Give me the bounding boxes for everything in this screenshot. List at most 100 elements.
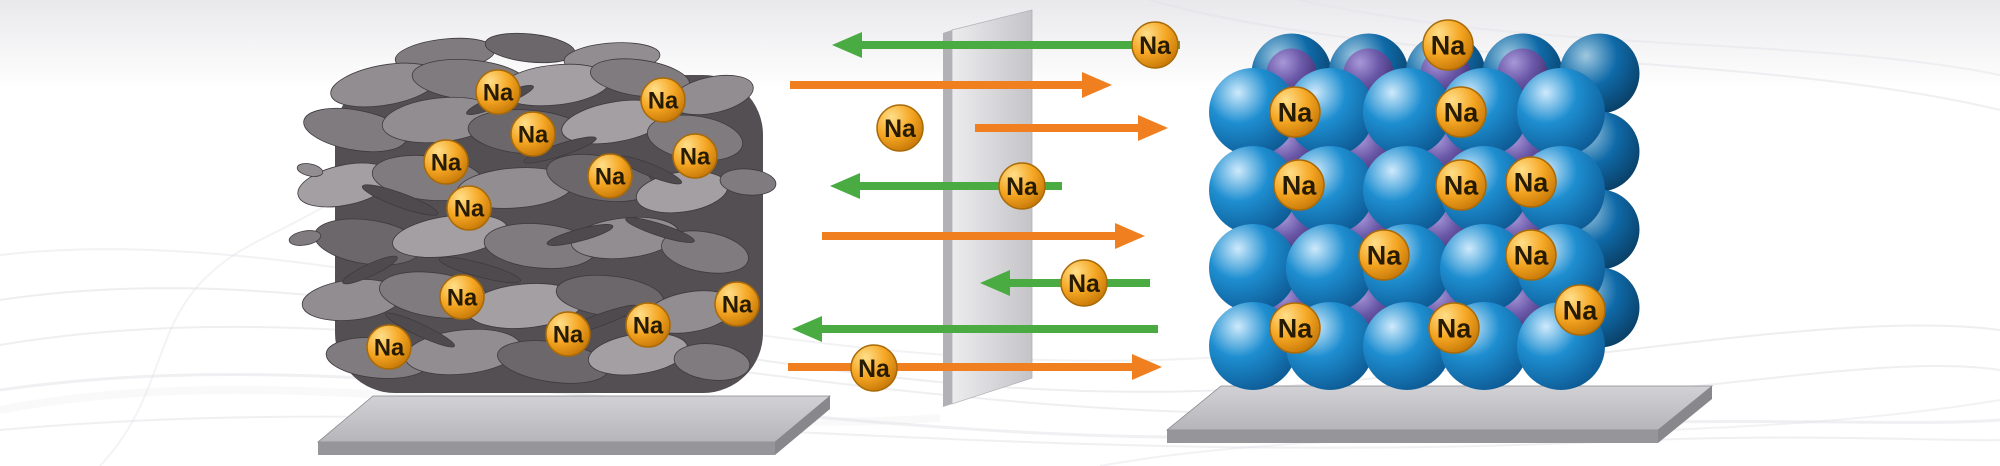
arrow-head: [830, 173, 860, 199]
na-ion-sphere: [1269, 302, 1321, 354]
na-ion-sphere: [625, 302, 671, 348]
na-ion-label: Na: [633, 312, 664, 339]
na-ion-label: Na: [1139, 33, 1171, 60]
na-ion-sphere: [1060, 259, 1108, 307]
na-ion-sphere: [475, 69, 521, 115]
na-ion-label: Na: [483, 79, 514, 106]
na-ion: Na: [423, 139, 469, 185]
current-collector-platform-side: [775, 396, 830, 455]
na-ion-label: Na: [884, 116, 916, 143]
na-ion: Na: [714, 281, 760, 327]
na-ion-sphere: [1273, 159, 1325, 211]
na-ion: Na: [672, 133, 718, 179]
na-ion: Na: [1505, 156, 1557, 208]
arrow-head: [1138, 115, 1168, 141]
na-ion-sphere: [423, 139, 469, 185]
na-ion: Na: [625, 302, 671, 348]
na-ion: Na: [1269, 86, 1321, 138]
na-ion-sphere: [1358, 229, 1410, 281]
na-ion-sphere: [446, 185, 492, 231]
carbon-flake: [296, 163, 324, 177]
na-ion-sphere: [850, 344, 898, 392]
na-ion: Na: [475, 69, 521, 115]
na-ion-label: Na: [1563, 296, 1598, 326]
lattice-sphere-blue: [1363, 146, 1451, 234]
carbon-flake: [719, 168, 777, 196]
na-ion: Na: [998, 162, 1046, 210]
na-ion-sphere: [640, 77, 686, 123]
na-ion: Na: [1435, 86, 1487, 138]
na-ion-sphere: [545, 311, 591, 357]
lattice-sphere-blue: [1286, 224, 1374, 312]
current-collector-platform-side: [1658, 386, 1712, 443]
na-ion: Na: [1505, 229, 1557, 281]
na-ion-sphere: [672, 133, 718, 179]
na-ion: Na: [587, 153, 633, 199]
na-ion: Na: [366, 324, 412, 370]
na-ion-label: Na: [858, 356, 890, 383]
na-ion: Na: [850, 344, 898, 392]
na-ion: Na: [1273, 159, 1325, 211]
na-ion: Na: [876, 104, 924, 152]
na-ion-label: Na: [1444, 171, 1479, 201]
na-ion-sphere: [714, 281, 760, 327]
current-collector-platform-front: [1167, 430, 1658, 443]
na-ion-label: Na: [518, 121, 549, 148]
na-ion-label: Na: [722, 291, 753, 318]
separator-membrane: [951, 9, 1033, 405]
na-ion-sphere: [1505, 229, 1557, 281]
na-ion-label: Na: [1278, 314, 1313, 344]
na-ion-label: Na: [1437, 314, 1472, 344]
na-ion-sphere: [876, 104, 924, 152]
carbon-flake: [438, 256, 522, 284]
na-ion-sphere: [1269, 86, 1321, 138]
current-collector-platform-top: [1165, 385, 1714, 431]
na-ion-label: Na: [1278, 98, 1313, 128]
carbon-flake: [288, 230, 322, 246]
lattice-sphere-blue: [1517, 68, 1605, 156]
na-ion-label: Na: [1068, 271, 1100, 298]
na-ion-label: Na: [1282, 171, 1317, 201]
na-ion-label: Na: [447, 284, 478, 311]
na-ion-sphere: [366, 324, 412, 370]
na-ion-sphere: [587, 153, 633, 199]
current-collector-platform-front: [318, 442, 775, 455]
lattice-sphere-blue: [1209, 224, 1297, 312]
arrow-head: [1132, 354, 1162, 380]
na-ion-label: Na: [1444, 98, 1479, 128]
na-ion-label: Na: [595, 163, 626, 190]
na-ion-sphere: [510, 111, 556, 157]
na-ion-label: Na: [1514, 241, 1549, 271]
na-ion-label: Na: [1431, 31, 1466, 61]
arrow-head: [832, 32, 862, 58]
lattice-sphere-blue: [1363, 68, 1451, 156]
na-ion-sphere: [998, 162, 1046, 210]
separator-edge: [943, 30, 952, 407]
na-ion: Na: [1269, 302, 1321, 354]
na-ion: Na: [439, 274, 485, 320]
na-ion-label: Na: [680, 143, 711, 170]
na-ion: Na: [1554, 284, 1606, 336]
current-collector-platform-top: [316, 395, 832, 443]
na-ion: Na: [1060, 259, 1108, 307]
carbon-flake: [523, 136, 597, 164]
arrow-head: [980, 270, 1010, 296]
na-ion-sphere: [1505, 156, 1557, 208]
na-ion-label: Na: [1367, 241, 1402, 271]
na-ion-label: Na: [648, 87, 679, 114]
arrow-head: [1115, 223, 1145, 249]
na-ion: Na: [640, 77, 686, 123]
arrow-head: [792, 316, 822, 342]
na-ion: Na: [1131, 21, 1179, 69]
carbon-flake: [625, 217, 695, 243]
arrow-head: [1082, 72, 1112, 98]
carbon-flake: [385, 312, 455, 348]
carbon-flake: [361, 184, 439, 216]
na-ion: Na: [1428, 302, 1480, 354]
na-ion-sphere: [1428, 302, 1480, 354]
